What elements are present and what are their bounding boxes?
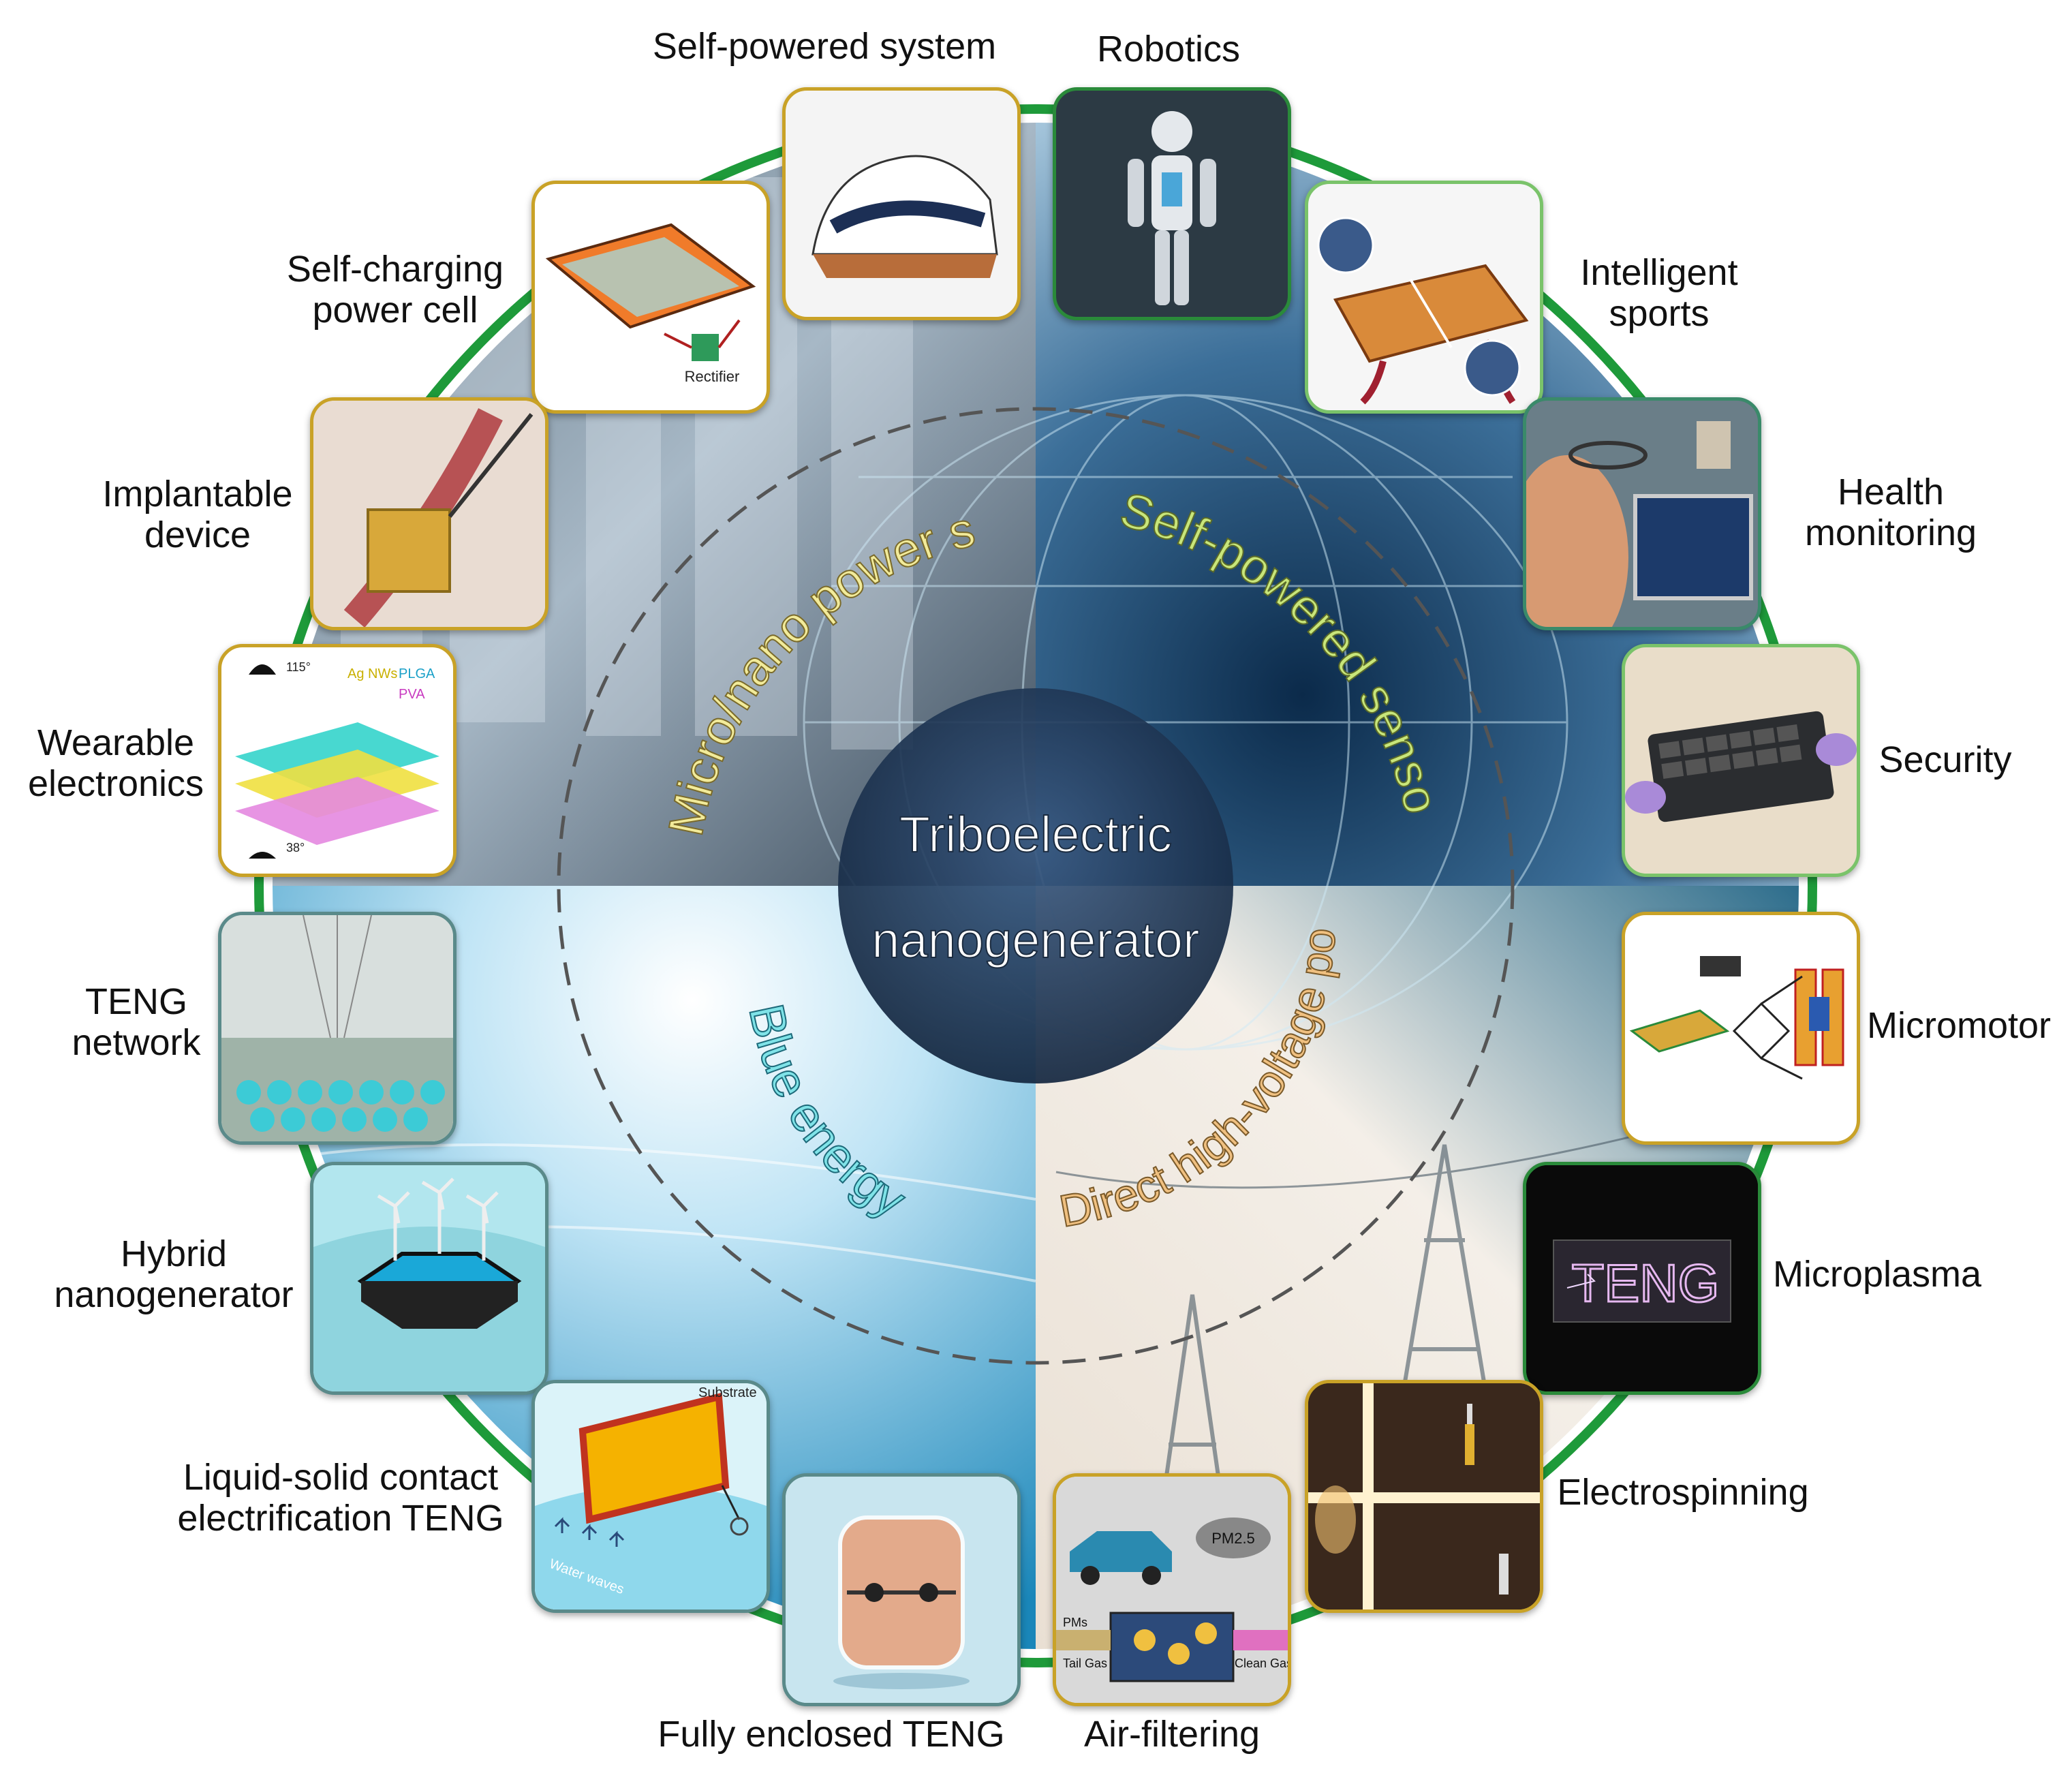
rectifier-label: Rectifier (685, 368, 740, 385)
label-electrospinning: Electrospinning (1557, 1472, 1809, 1513)
fully-enclosed-teng-panel (782, 1473, 1021, 1706)
health-monitoring-panel (1523, 397, 1761, 630)
label-security: Security (1878, 739, 2012, 780)
teng-network-panel (218, 912, 457, 1145)
hybrid-nanogenerator-panel (310, 1162, 548, 1395)
pms-label: PMs (1063, 1616, 1087, 1629)
electrospinning-panel (1305, 1380, 1543, 1613)
robotics-panel (1053, 87, 1291, 320)
micromotor-panel (1622, 912, 1860, 1145)
liquid-solid-teng-panel: Substrate Water waves (531, 1380, 770, 1613)
ag-nws-label: Ag NWs (347, 666, 397, 681)
self-charging-power-cell-panel: Rectifier (531, 181, 770, 414)
angle-top-label: 115° (286, 660, 311, 674)
label-micromotor: Micromotor (1866, 1005, 2052, 1046)
label-intelligent-sports: Intelligent sports (1580, 252, 1738, 334)
label-implantable-device: Implantable device (102, 474, 293, 555)
pm25-label: PM2.5 (1211, 1530, 1255, 1547)
center-title-line1: Triboelectric (899, 806, 1172, 863)
air-filtering-panel: PM2.5 PMs Tail Gas Clean Gas (1053, 1473, 1291, 1706)
label-hybrid-nanogenerator: Hybrid nanogenerator (54, 1233, 294, 1315)
security-panel (1622, 644, 1860, 877)
label-health-monitoring: Health monitoring (1804, 472, 1977, 553)
microplasma-panel: TENG (1523, 1162, 1761, 1395)
label-wearable-electronics: Wearable electronics (27, 722, 204, 804)
inner-dashed-circle (557, 407, 1515, 1365)
intelligent-sports-panel (1305, 181, 1543, 414)
label-robotics: Robotics (1096, 29, 1241, 70)
wearable-electronics-panel: 115° 38° Ag NWs PLGA PVA (218, 644, 457, 877)
label-teng-network: TENG network (72, 981, 201, 1063)
center-core-disc (838, 688, 1233, 1083)
center-title-line2: nanogenerator (871, 912, 1199, 968)
label-liquid-solid-teng: Liquid-solid contact electrification TEN… (177, 1457, 504, 1539)
label-self-charging-power-cell: Self-charging power cell (286, 249, 504, 330)
label-fully-enclosed-teng: Fully enclosed TENG (658, 1714, 1005, 1755)
teng-glow-text: TENG (1572, 1253, 1720, 1313)
outer-green-ring (254, 104, 1817, 1667)
clean-gas-label: Clean Gas (1235, 1657, 1288, 1670)
self-powered-system-panel (782, 87, 1021, 320)
label-microplasma: Microplasma (1772, 1254, 1982, 1295)
substrate-label: Substrate (698, 1385, 757, 1400)
label-air-filtering: Air-filtering (1083, 1714, 1261, 1755)
label-self-powered-system: Self-powered system (652, 26, 997, 67)
pva-label: PVA (399, 687, 425, 702)
plga-label: PLGA (399, 666, 435, 681)
tail-gas-label: Tail Gas (1063, 1657, 1107, 1670)
angle-bottom-label: 38° (286, 841, 305, 854)
implantable-device-panel (310, 397, 548, 630)
